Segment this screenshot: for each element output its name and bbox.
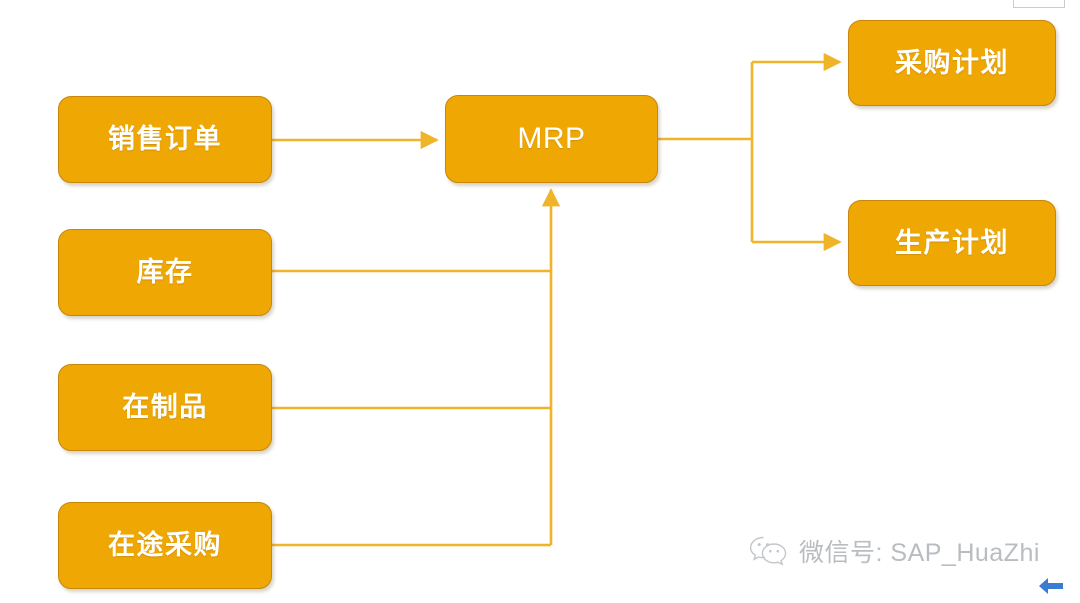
node-work-in-process[interactable]: 在制品 bbox=[58, 364, 272, 451]
wechat-icon bbox=[749, 536, 787, 566]
node-inventory[interactable]: 库存 bbox=[58, 229, 272, 316]
node-purchase-plan[interactable]: 采购计划 bbox=[848, 20, 1056, 106]
node-production-plan-label: 生产计划 bbox=[895, 227, 1009, 258]
corner-frame-decoration bbox=[1013, 0, 1065, 8]
node-sales-order[interactable]: 销售订单 bbox=[58, 96, 272, 183]
node-inventory-label: 库存 bbox=[136, 257, 194, 287]
node-production-plan[interactable]: 生产计划 bbox=[848, 200, 1056, 286]
node-mrp-label: MRP bbox=[517, 122, 586, 155]
node-mrp[interactable]: MRP bbox=[445, 95, 658, 183]
arrow-left-icon[interactable] bbox=[1036, 575, 1066, 597]
node-in-transit-purchase[interactable]: 在途采购 bbox=[58, 502, 272, 589]
watermark-text: 微信号: SAP_HuaZhi bbox=[799, 539, 1040, 567]
watermark: 微信号: SAP_HuaZhi bbox=[748, 533, 1040, 569]
node-sales-order-label: 销售订单 bbox=[108, 124, 222, 154]
node-work-in-process-label: 在制品 bbox=[122, 392, 208, 422]
node-purchase-plan-label: 采购计划 bbox=[895, 47, 1009, 78]
node-in-transit-purchase-label: 在途采购 bbox=[108, 530, 222, 560]
